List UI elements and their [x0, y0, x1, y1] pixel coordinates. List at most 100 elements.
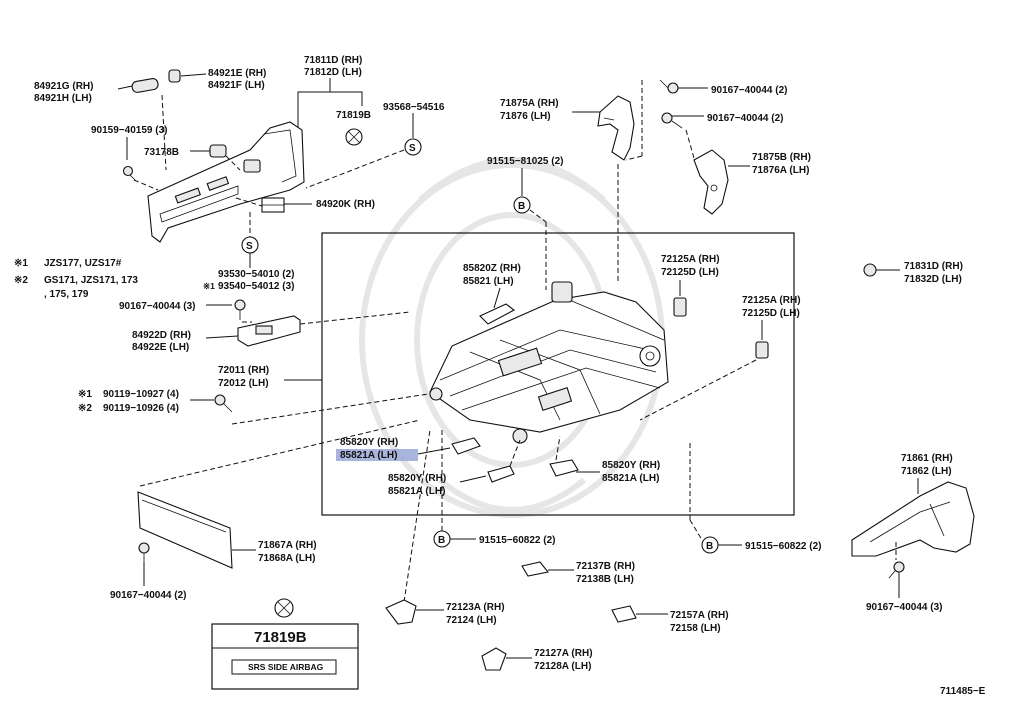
part-71875B-cover[interactable]	[693, 149, 729, 215]
label-90167b: 90167−40044 (2)	[711, 85, 787, 96]
label-90119a: 90119−10927 (4)	[103, 389, 179, 400]
label-85821Aa: 85821A (LH)	[340, 450, 397, 461]
label-93568: 93568−54516	[383, 102, 445, 113]
callout-s-mid: S	[241, 236, 259, 254]
part-84921G[interactable]	[131, 78, 159, 93]
label-85820Yb: 85820Y (RH)	[388, 473, 446, 484]
label-72138B: 72138B (LH)	[576, 574, 634, 585]
part-72157A[interactable]	[611, 605, 637, 623]
label-73178B: 73178B	[144, 147, 179, 158]
label-71875A: 71875A (RH)	[500, 98, 559, 109]
label-84921G: 84921G (RH)	[34, 81, 93, 92]
label-85820Yc: 85820Y (RH)	[602, 460, 660, 471]
part-71811D-seat-back-trim[interactable]	[147, 121, 305, 243]
label-90167e: 90167−40044 (3)	[866, 602, 942, 613]
diagram-id: 711485−E	[940, 686, 986, 697]
screw-90167c-icon	[661, 112, 683, 129]
label-84920K: 84920K (RH)	[316, 199, 375, 210]
screw-90167b-icon	[659, 79, 679, 94]
part-84920K[interactable]	[261, 197, 285, 213]
part-72123A[interactable]	[385, 599, 417, 625]
airbag-marker-icon	[345, 128, 363, 146]
box-plate-text: SRS SIDE AIRBAG	[248, 662, 324, 672]
svg-text:B: B	[706, 541, 713, 552]
label-84921H: 84921H (LH)	[34, 93, 92, 104]
label-72125Ab: 72125A (RH)	[742, 295, 801, 306]
svg-text:S: S	[246, 241, 253, 252]
part-85820Y-motor-c[interactable]	[549, 459, 579, 477]
label-93540: 93540−54012 (3)	[218, 281, 294, 292]
label-71875B: 71875B (RH)	[752, 152, 811, 163]
label-85821: 85821 (LH)	[463, 276, 514, 287]
part-72125A-clip-a[interactable]	[673, 297, 687, 317]
screw-90167e-icon	[888, 561, 905, 579]
part-71831D-cap[interactable]	[863, 263, 877, 277]
part-84922D[interactable]	[237, 315, 301, 347]
part-72125A-clip-b[interactable]	[755, 341, 769, 359]
label-85820Ya: 85820Y (RH)	[340, 437, 398, 448]
label-72125Db: 72125D (LH)	[742, 308, 800, 319]
note-mark-1a: ※1	[203, 281, 215, 291]
callout-b-bottom-right: B	[701, 536, 719, 554]
part-85820Z-motor[interactable]	[479, 303, 516, 325]
label-72125Da: 72125D (LH)	[661, 267, 719, 278]
note-mark-2b: ※2	[78, 403, 92, 414]
label-72128A: 72128A (LH)	[534, 661, 591, 672]
label-84921F: 84921F (LH)	[208, 80, 265, 91]
label-71819B: 71819B	[336, 110, 371, 121]
screw-icon	[122, 165, 137, 182]
callout-s-top: S	[404, 138, 422, 156]
bolt-icon-2	[214, 394, 233, 413]
label-84921E: 84921E (RH)	[208, 68, 266, 79]
callout-b-top: B	[513, 196, 531, 214]
part-72011-seat-adjuster[interactable]	[429, 281, 669, 444]
label-72127A: 72127A (RH)	[534, 648, 593, 659]
label-72012: 72012 (LH)	[218, 378, 269, 389]
note-1-text: JZS177, UZS17#	[44, 258, 122, 269]
note-1-mark: ※1	[14, 258, 28, 269]
part-71875A-hinge-cover[interactable]	[597, 95, 635, 161]
label-72125Aa: 72125A (RH)	[661, 254, 720, 265]
label-71867A: 71867A (RH)	[258, 540, 317, 551]
part-85820Y-motor-a[interactable]	[451, 437, 481, 455]
label-72157A: 72157A (RH)	[670, 610, 729, 621]
svg-text:B: B	[438, 535, 445, 546]
part-71867A-side-cover[interactable]	[137, 491, 233, 569]
label-90167d: 90167−40044 (2)	[110, 590, 186, 601]
label-91515a: 91515−81025 (2)	[487, 156, 563, 167]
label-90167c: 90167−40044 (2)	[707, 113, 783, 124]
part-71861-cover[interactable]	[851, 481, 975, 557]
bolt-icon	[234, 299, 246, 320]
label-90119b: 90119−10926 (4)	[103, 403, 179, 414]
clip-90167d-icon	[138, 542, 150, 562]
note-2-mark: ※2	[14, 275, 28, 286]
part-85820Y-motor-b[interactable]	[487, 465, 515, 483]
label-72158: 72158 (LH)	[670, 623, 721, 634]
part-72127A[interactable]	[481, 647, 507, 671]
callout-b-bottom-left: B	[433, 530, 451, 548]
label-71861: 71861 (RH)	[901, 453, 953, 464]
label-85821Ab: 85821A (LH)	[388, 486, 445, 497]
note-3-text: , 175, 179	[44, 289, 89, 300]
label-91515b: 91515−60822 (2)	[479, 535, 555, 546]
label-85821Ac: 85821A (LH)	[602, 473, 659, 484]
note-2-text: GS171, JZS171, 173	[44, 275, 138, 286]
part-84921E[interactable]	[168, 69, 181, 83]
airbag-marker-icon-2	[274, 598, 294, 618]
label-71876: 71876 (LH)	[500, 111, 551, 122]
note-mark-1b: ※1	[78, 389, 92, 400]
airbag-label-box: 71819B SRS SIDE AIRBAG	[211, 623, 359, 690]
label-84922D: 84922D (RH)	[132, 330, 191, 341]
label-71832D: 71832D (LH)	[904, 274, 962, 285]
label-72124: 72124 (LH)	[446, 615, 497, 626]
label-84922E: 84922E (LH)	[132, 342, 189, 353]
label-93530: 93530−54010 (2)	[218, 269, 294, 280]
label-71831D: 71831D (RH)	[904, 261, 963, 272]
part-73178B[interactable]	[209, 144, 227, 158]
label-71862: 71862 (LH)	[901, 466, 952, 477]
part-72137B[interactable]	[521, 561, 549, 577]
label-71868A: 71868A (LH)	[258, 553, 315, 564]
label-72011: 72011 (RH)	[218, 365, 269, 376]
svg-text:S: S	[409, 143, 416, 154]
